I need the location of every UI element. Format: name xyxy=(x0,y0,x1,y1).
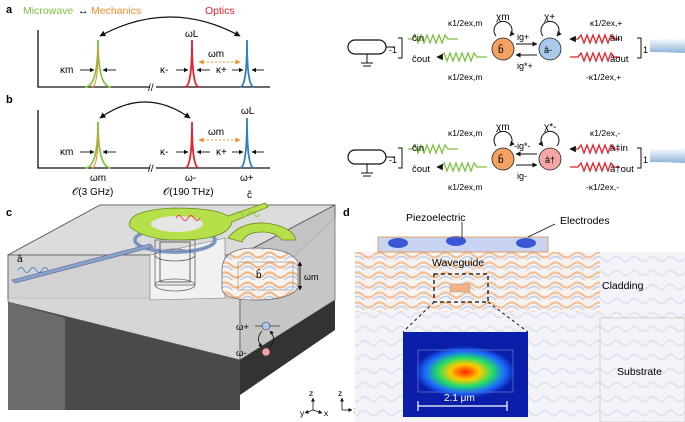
b-omega-l: ωL xyxy=(241,106,255,117)
c-axis-x-1: x xyxy=(324,408,329,418)
c-axis-z-1: z xyxy=(309,388,313,398)
b-x-omega-minus: ω- xyxy=(185,173,196,184)
a-a-in: âin xyxy=(610,33,623,44)
d-electrodes-label: Electrodes xyxy=(560,215,610,227)
legend-optics: Optics xyxy=(205,5,235,17)
spectrum-b: // xyxy=(37,101,270,175)
c-axis-z-2: z xyxy=(338,388,342,398)
b-kex-minus-bot: -κ1/2ex,- xyxy=(586,182,619,192)
a-c-out: ĉout xyxy=(412,54,430,65)
b-scale-high: 𝒪(190 THz) xyxy=(163,187,214,198)
c-axis-y: y xyxy=(300,408,305,418)
c-c-hat: ĉ xyxy=(247,190,252,201)
a-kappa-m: κm xyxy=(60,65,73,76)
panel-d-label: d xyxy=(343,207,350,219)
c-a-hat: â xyxy=(17,254,23,265)
d-substrate-label: Substrate xyxy=(617,366,662,378)
b-kex-m-bot: κ1/2ex,m xyxy=(448,182,483,192)
a-kex-plus-bot: -κ1/2ex,+ xyxy=(586,72,621,82)
device-3d-render xyxy=(7,202,353,414)
d-cladding-label: Cladding xyxy=(602,280,644,292)
panel-a-label: a xyxy=(6,4,13,16)
b-kappa-plus: κ+ xyxy=(216,147,227,158)
a-ig-plus: ig+ xyxy=(517,32,529,42)
svg-text://: // xyxy=(148,83,154,94)
a-minus-one: -1 xyxy=(389,45,397,55)
c-b-hat: b̂ xyxy=(256,267,262,281)
b-scale-low: 𝒪(3 GHz) xyxy=(72,187,113,198)
b-chi-m: χm xyxy=(496,122,510,133)
d-scale-bar-label: 2.1 μm xyxy=(444,393,475,404)
a-chi-plus: χ+ xyxy=(544,12,555,23)
legend-mechanics: Mechanics xyxy=(91,5,141,17)
a-omega-m: ωm xyxy=(208,49,224,60)
a-kappa-minus: κ- xyxy=(160,65,168,76)
a-ig-plus-star: ig*+ xyxy=(517,61,533,71)
b-chi-star: χ*- xyxy=(544,122,556,133)
b-kappa-minus: κ- xyxy=(160,147,168,158)
svg-text://: // xyxy=(148,164,154,175)
d-waveguide-label: Waveguide xyxy=(432,257,484,269)
b-c-out: ĉout xyxy=(412,164,430,175)
b-node-a-dag: â† xyxy=(545,155,555,165)
b-a-out: â†out xyxy=(610,164,634,175)
b-omega-m: ωm xyxy=(208,127,224,138)
panel-b-label: b xyxy=(6,94,13,106)
a-c-in: ĉin xyxy=(412,33,424,44)
a-node-b: b̂ xyxy=(498,42,504,56)
b-ig-star: -ig*- xyxy=(514,141,531,151)
a-one: 1 xyxy=(643,45,648,55)
a-kappa-plus: κ+ xyxy=(216,65,227,76)
b-c-in: ĉin xyxy=(412,143,424,154)
a-a-out: âout xyxy=(610,54,629,65)
simulation-cross-section xyxy=(355,222,685,422)
b-kex-minus-top: κ1/2ex,- xyxy=(590,128,620,138)
b-kex-m-top: κ1/2ex,m xyxy=(448,128,483,138)
b-minus-one: -1 xyxy=(389,155,397,165)
a-kex-m-bot: κ1/2ex,m xyxy=(448,72,483,82)
c-omega-minus: ω- xyxy=(236,348,247,359)
circuit-b xyxy=(347,130,685,177)
circuit-a xyxy=(347,20,685,67)
b-ig-minus: ig- xyxy=(517,171,527,181)
b-x-omega-m: ωm xyxy=(90,173,106,184)
a-kex-m-top: κ1/2ex,m xyxy=(448,18,483,28)
a-omega-l: ωL xyxy=(185,29,199,40)
b-a-in: â†in xyxy=(610,143,628,154)
b-x-omega-plus: ω+ xyxy=(240,173,254,184)
spectrum-a: // xyxy=(37,16,270,94)
c-omega-plus: ω+ xyxy=(236,322,249,333)
c-omega-m: ωm xyxy=(304,272,319,282)
b-node-b: b̂ xyxy=(498,152,504,166)
a-kex-plus-top: κ1/2ex,+ xyxy=(590,18,622,28)
a-chi-m: χm xyxy=(496,12,510,23)
d-piezo-label: Piezoelectric xyxy=(406,212,466,224)
legend-arrow: ↔ xyxy=(78,5,89,17)
a-node-a-minus: â- xyxy=(544,45,552,55)
b-one: 1 xyxy=(643,155,648,165)
b-kappa-m: κm xyxy=(60,147,73,158)
legend-microwave: Microwave xyxy=(23,5,73,17)
panel-c-label: c xyxy=(6,207,12,219)
